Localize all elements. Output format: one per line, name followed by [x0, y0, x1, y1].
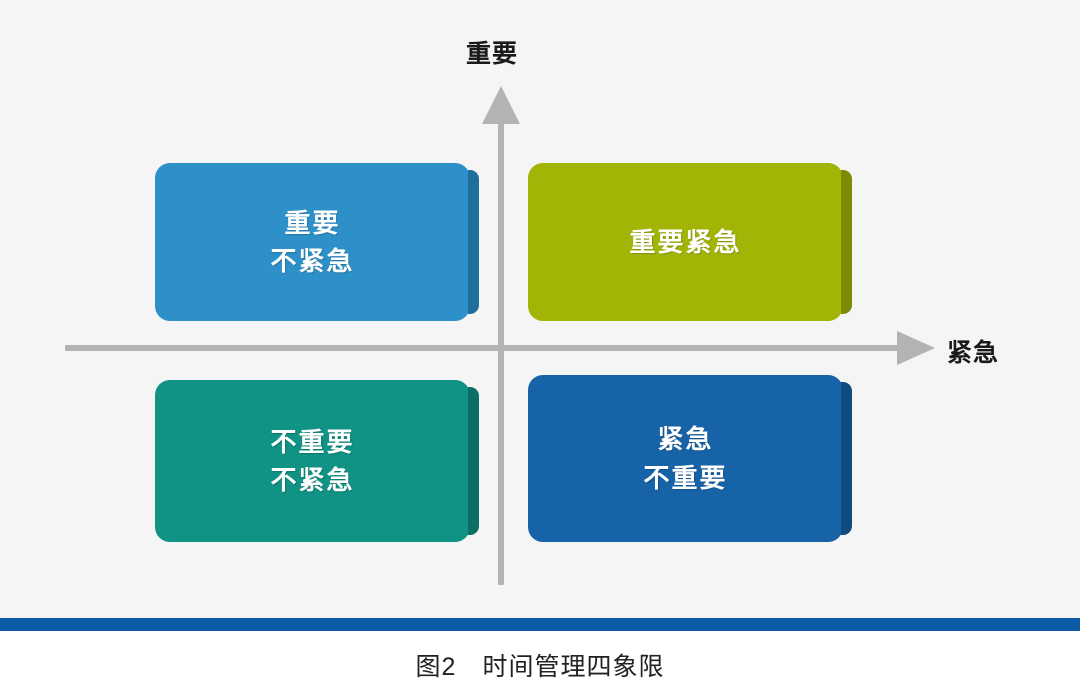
horizontal-axis-label: 紧急 — [947, 339, 1000, 367]
quadrant-shadow-edge — [841, 382, 852, 535]
quadrant-label-line-2: 不重要 — [643, 462, 728, 493]
quadrant-shadow-edge — [841, 170, 852, 314]
quadrant-label-line-1: 重要紧急 — [629, 226, 742, 257]
quadrant-not-important-not-urgent[interactable]: 不重要 不紧急 — [155, 380, 479, 542]
quadrant-label-line-1: 重要 — [284, 207, 341, 238]
quadrant-shadow-edge — [468, 387, 479, 535]
vertical-axis-arrow-icon — [482, 86, 520, 124]
quadrant-label-line-2: 不紧急 — [270, 465, 355, 495]
horizontal-axis-line — [65, 345, 905, 351]
quadrant-important-urgent[interactable]: 重要紧急 — [528, 163, 852, 321]
quadrant-label-line-1: 紧急 — [657, 424, 714, 455]
quadrant-shadow-edge — [468, 170, 479, 314]
caption-area: 图2 时间管理四象限 — [0, 631, 1080, 699]
vertical-axis-label: 重要 — [466, 40, 519, 68]
time-management-matrix: 重要 紧急 重要 不紧急 重要紧急 不重要 不紧急 紧急 不重要 — [65, 40, 1000, 585]
figure-caption: 图2 时间管理四象限 — [415, 653, 665, 681]
vertical-axis-line — [498, 110, 504, 585]
horizontal-axis-arrow-icon — [897, 331, 935, 365]
quadrant-label-line-1: 不重要 — [270, 426, 355, 457]
bottom-accent-bar — [0, 618, 1080, 631]
quadrant-urgent-not-important[interactable]: 紧急 不重要 — [528, 375, 852, 542]
quadrant-important-not-urgent[interactable]: 重要 不紧急 — [155, 163, 479, 321]
quadrant-label-line-2: 不紧急 — [270, 246, 355, 276]
